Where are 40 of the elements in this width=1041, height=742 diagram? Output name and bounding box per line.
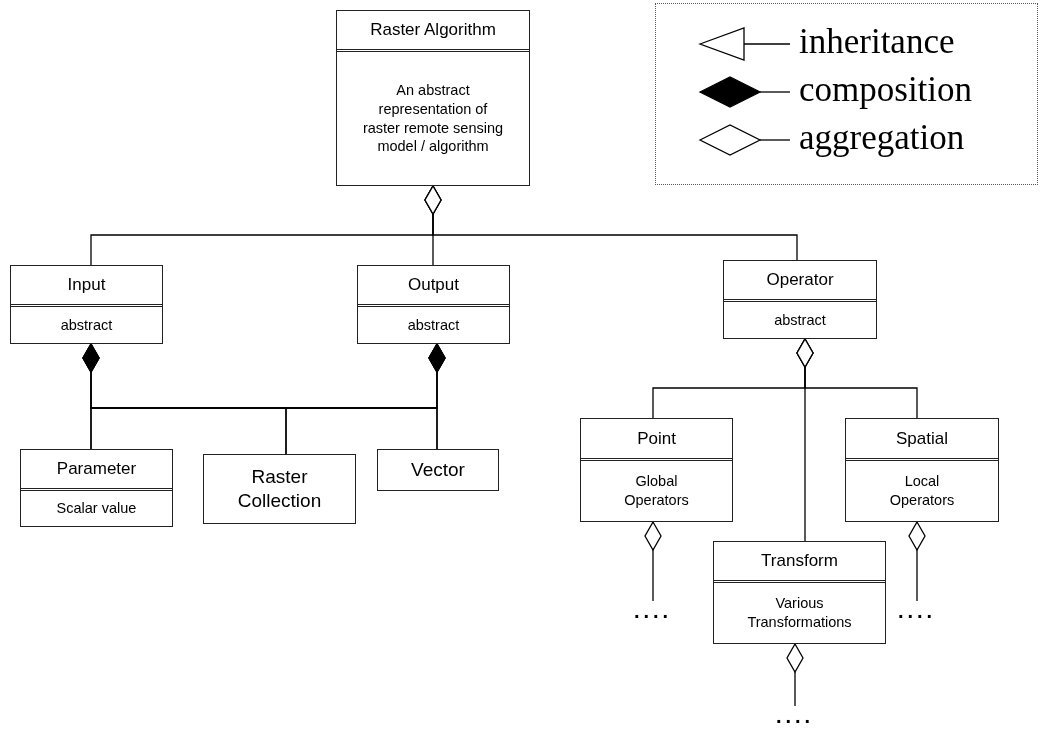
class-description: abstract bbox=[774, 310, 826, 330]
class-box bbox=[357, 265, 510, 344]
class-box bbox=[723, 260, 877, 339]
class-box bbox=[20, 449, 173, 527]
legend-label: inheritance bbox=[799, 24, 955, 59]
legend-label: composition bbox=[799, 72, 973, 107]
association-line bbox=[786, 643, 804, 707]
class-name: Raster Algorithm bbox=[370, 20, 496, 40]
class-box bbox=[336, 10, 530, 186]
class-description: Scalar value bbox=[56, 499, 137, 518]
class-box bbox=[203, 454, 356, 524]
ellipsis-text: .... bbox=[775, 706, 815, 726]
class-box bbox=[580, 418, 733, 522]
class-box bbox=[377, 449, 499, 491]
class-name: Operator bbox=[766, 270, 834, 290]
class-description: Global Operators bbox=[623, 472, 690, 510]
class-name: Spatial bbox=[896, 428, 948, 449]
class-name: Output bbox=[407, 275, 459, 295]
ellipsis-text: .... bbox=[897, 601, 937, 621]
association-line bbox=[428, 343, 446, 450]
ellipsis-text: .... bbox=[633, 601, 673, 621]
association-line bbox=[908, 521, 926, 602]
class-description: Local Operators bbox=[888, 472, 956, 510]
class-description: Various Transformations bbox=[746, 594, 853, 632]
class-box bbox=[845, 418, 999, 522]
class-box bbox=[10, 265, 163, 344]
association-line bbox=[644, 521, 662, 602]
association-line bbox=[796, 338, 814, 542]
legend-label: aggregation bbox=[799, 120, 965, 155]
class-description: abstract bbox=[60, 315, 113, 335]
class-name: Raster Collection bbox=[236, 465, 323, 513]
class-description: abstract bbox=[407, 315, 460, 335]
class-name: Parameter bbox=[56, 459, 137, 479]
class-box bbox=[713, 541, 886, 644]
class-name: Point bbox=[637, 428, 676, 449]
class-name: Input bbox=[67, 275, 106, 295]
class-name: Transform bbox=[761, 551, 838, 571]
association-line bbox=[424, 185, 798, 261]
class-description: An abstract representation of raster remote sensing model / algorithm bbox=[361, 80, 505, 157]
class-name: Vector bbox=[411, 458, 465, 482]
